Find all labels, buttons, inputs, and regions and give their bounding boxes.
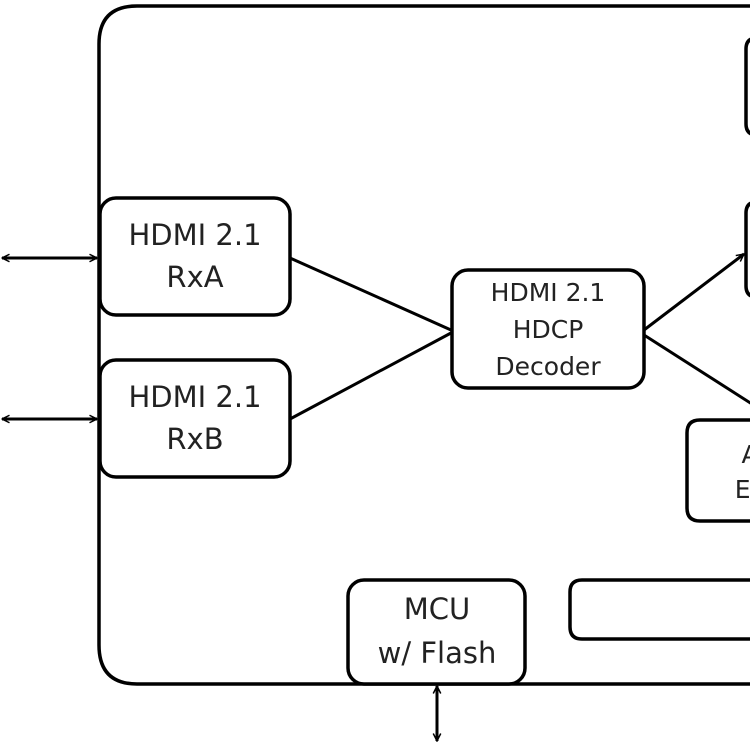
hdcp-decoder-line2: HDCP (513, 315, 584, 344)
decoder-to-upper-right-arrow (643, 252, 744, 332)
partial-block-top-right (744, 37, 750, 136)
mcu-subtitle: w/ Flash (378, 636, 497, 670)
hdmi-rxa-subtitle: RxA (166, 260, 223, 294)
partial-block-bottom-right (568, 578, 750, 641)
decoder-to-lower-right-line (643, 333, 750, 405)
hdmi-rxb-title: HDMI 2.1 (128, 380, 261, 414)
hdmi-rxb-subtitle: RxB (166, 422, 223, 456)
partial-block-lower-right-line2: Ext (735, 475, 750, 504)
mcu-block: MCU w/ Flash (346, 578, 527, 686)
system-boundary (97, 4, 750, 686)
partial-block-lower-right-line1: A (741, 440, 750, 469)
rxa-to-decoder-line (289, 256, 452, 332)
partial-block-lower-right (685, 418, 750, 523)
mcu-title: MCU (404, 592, 471, 626)
hdcp-decoder-block: HDMI 2.1 HDCP Decoder (450, 268, 646, 390)
hdcp-decoder-line3: Decoder (495, 352, 601, 381)
rxb-to-decoder-line (289, 331, 452, 421)
hdmi-rxa-title: HDMI 2.1 (128, 218, 261, 252)
partial-block-mid-right (744, 201, 750, 298)
hdcp-decoder-title: HDMI 2.1 (491, 278, 606, 307)
hdmi-rxb-block: HDMI 2.1 RxB (98, 358, 292, 479)
hdmi-rxa-block: HDMI 2.1 RxA (98, 196, 292, 317)
